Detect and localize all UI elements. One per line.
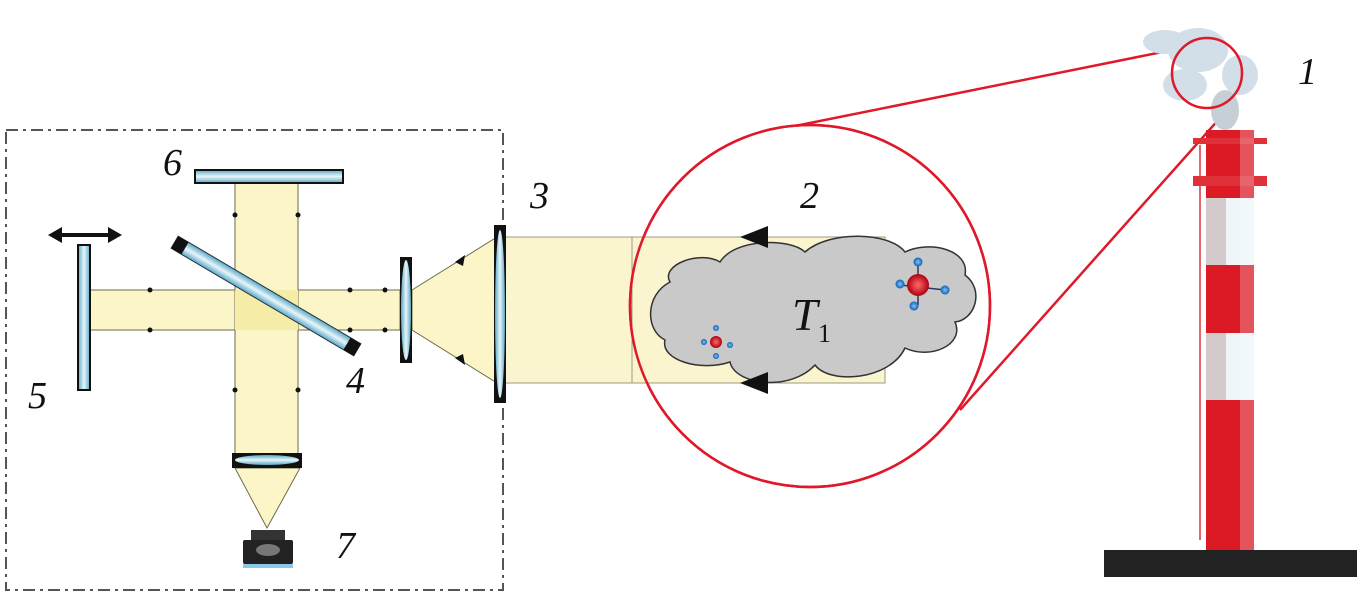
collimating-lens	[400, 257, 412, 363]
sample-point-circle	[1170, 36, 1244, 110]
beam-arrow-bottom-icon	[740, 372, 768, 394]
chimney	[1193, 130, 1267, 550]
molecule-large-icon	[895, 257, 950, 311]
beam-splitter	[170, 235, 362, 357]
move-direction-arrow-icon	[48, 227, 122, 243]
fixed-mirror	[194, 169, 344, 184]
focusing-lens	[232, 453, 302, 468]
moving-mirror	[77, 244, 91, 391]
label-gas-cloud: 2	[800, 175, 819, 217]
label-beam-splitter: 4	[346, 360, 365, 402]
temperature-subscript: 1	[818, 319, 831, 348]
label-detector: 7	[336, 525, 357, 567]
beam-arrow-top-icon	[740, 226, 768, 248]
molecule-small-icon	[701, 325, 733, 359]
beam-arrows	[147, 212, 465, 393]
detector-icon	[243, 530, 293, 568]
chimney-base	[1104, 550, 1357, 577]
label-telescope-lens: 3	[529, 175, 549, 217]
label-chimney: 1	[1298, 51, 1317, 93]
label-fixed-mirror: 6	[163, 142, 182, 184]
telescope-lens	[494, 225, 506, 403]
label-moving-mirror: 5	[28, 375, 47, 417]
temperature-label: T	[792, 289, 821, 340]
